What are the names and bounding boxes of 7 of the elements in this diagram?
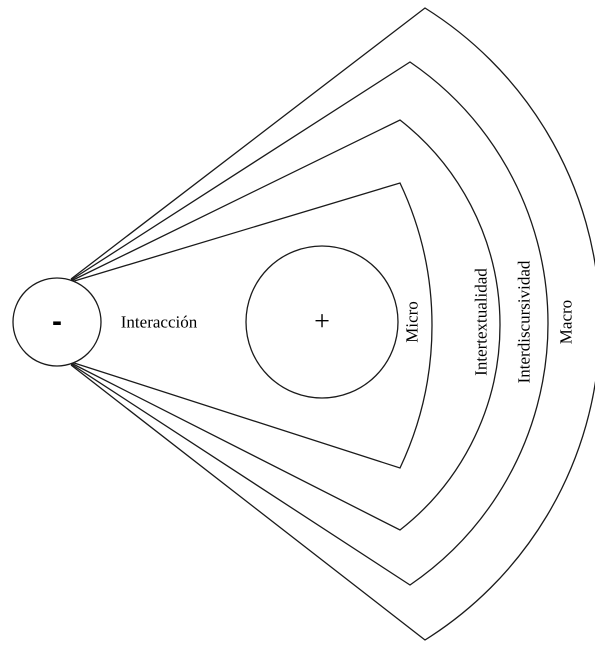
sector-label: Macro (558, 300, 574, 344)
sign-symbol: - (52, 307, 62, 337)
interaction-label: Interacción (120, 314, 198, 330)
sector-label: Micro (404, 301, 420, 343)
sector-label: Interdiscursividad (516, 260, 532, 384)
sector-label: Intertextualidad (472, 268, 490, 376)
sign-symbol: + (314, 308, 330, 336)
